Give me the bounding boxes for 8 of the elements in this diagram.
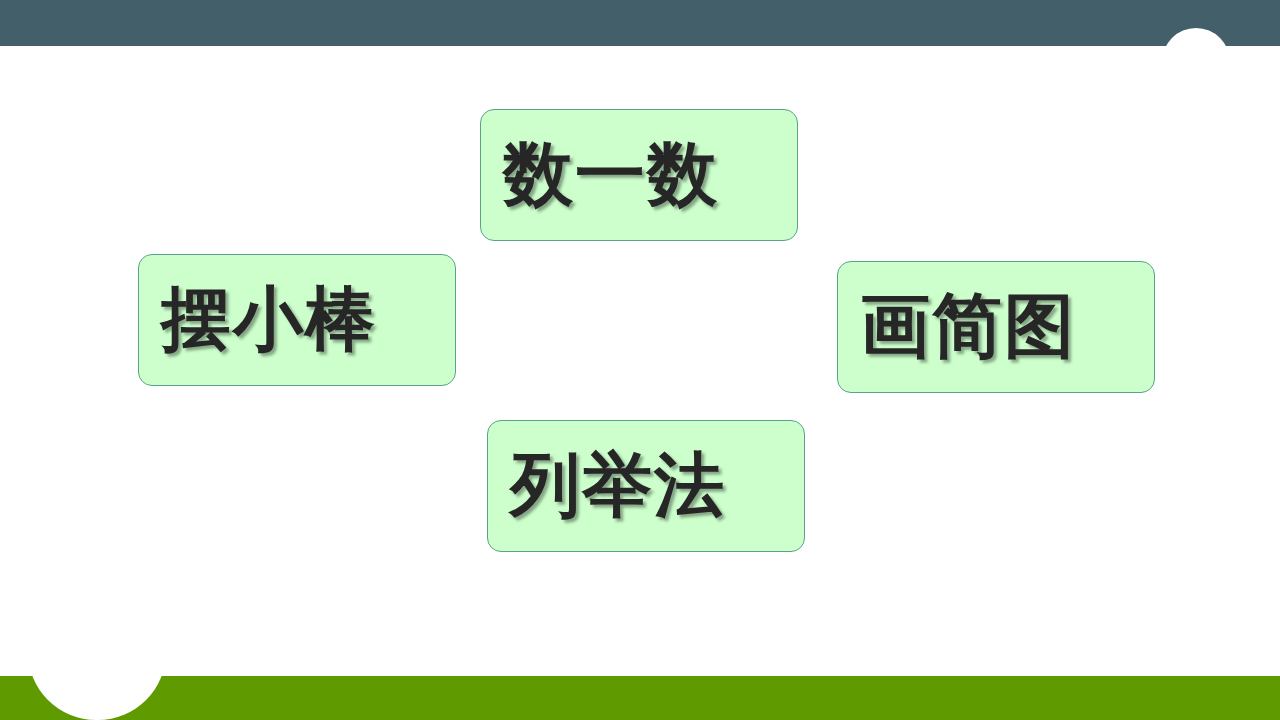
method-label: 画简图	[860, 284, 1076, 369]
method-label: 摆小棒	[161, 277, 377, 362]
method-box	[487, 420, 805, 552]
method-box	[837, 261, 1155, 393]
method-label: 列举法	[510, 443, 726, 528]
method-box	[480, 109, 798, 241]
method-box	[138, 254, 456, 386]
method-label: 数一数	[503, 132, 719, 217]
